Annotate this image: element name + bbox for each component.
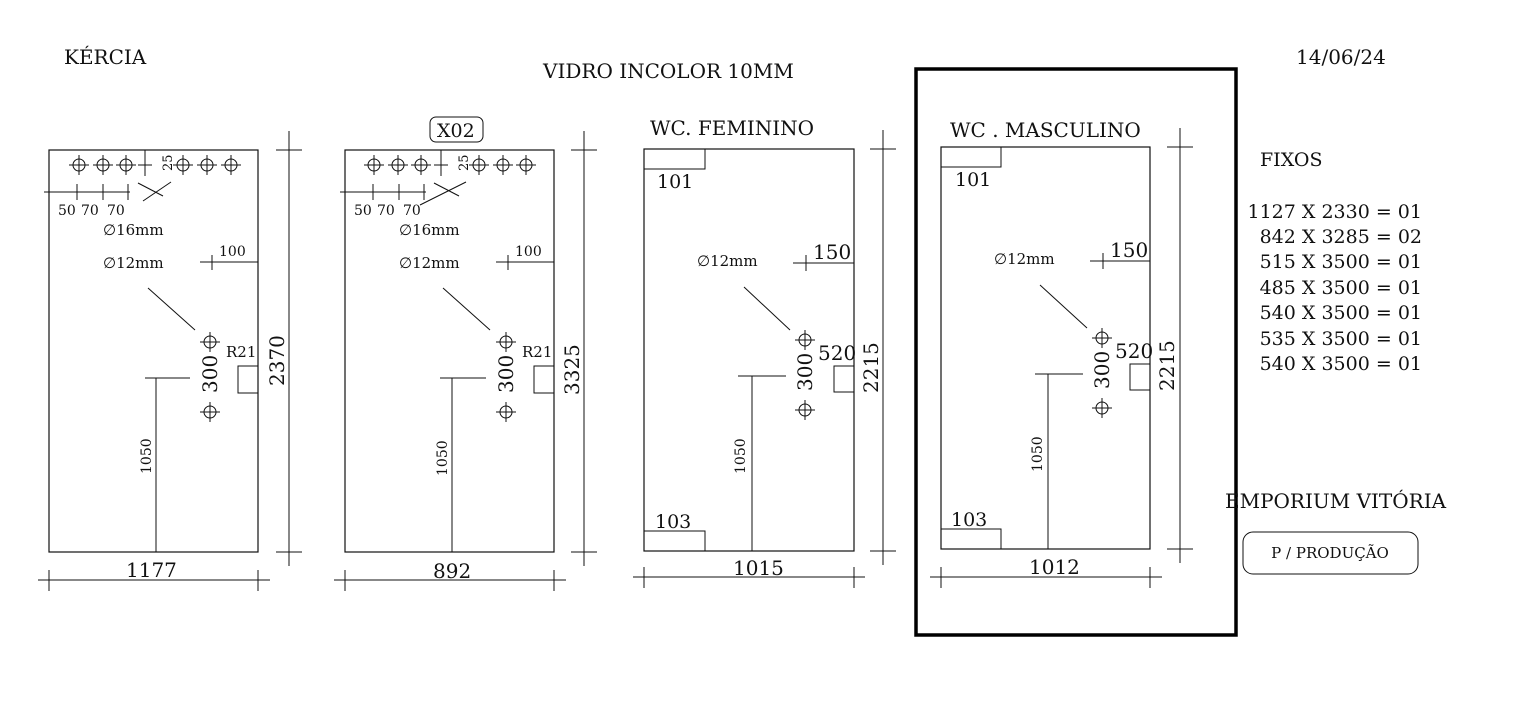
production-status-button[interactable]: P / PRODUÇÃO [1242,531,1419,575]
panel-1[interactable]: 25 50 70 70 ∅16mm ∅12mm 100 R21 300 1050… [38,131,302,591]
date-label: 14/06/24 [1296,45,1386,69]
material-label: VIDRO INCOLOR 10MM [542,59,794,83]
hole-gap-label: 300 [198,355,222,393]
handle-height-label: 1050 [733,438,749,474]
fixos-title: FIXOS [1260,149,1322,171]
hole-spacing-label: 25 [457,154,472,171]
edge-offset-label: 150 [1110,238,1148,262]
width-label: 1177 [126,558,177,582]
handle-height-label: 1050 [1030,436,1046,472]
panel-outline [940,146,1151,550]
fixos-line: 540 X 3500 = 01 [1260,353,1422,375]
corner-notch-top [643,148,706,170]
fixos-line: 842 X 3285 = 02 [1260,226,1422,248]
edge-offset-label: 100 [515,244,542,260]
fixos-line: 535 X 3500 = 01 [1260,328,1422,350]
radius-label: 520 [1115,339,1153,363]
fixos-line: 1127 X 2330 = 01 [1248,201,1423,223]
handle-cutout [1129,363,1151,391]
width-label: 892 [433,559,471,583]
offset-1: 50 [58,203,76,219]
fixos-line: 515 X 3500 = 01 [1260,251,1422,273]
diameter-large-label: ∅16mm [103,221,164,239]
panel-title: WC. FEMININO [650,116,814,140]
hole-gap-label: 300 [793,353,817,391]
edge-offset-label: 150 [813,240,851,264]
status-button-label: P / PRODUÇÃO [1271,544,1389,562]
hole-gap-label: 300 [494,355,518,393]
company-name: EMPORIUM VITÓRIA [1225,488,1447,513]
diameter-small-label: ∅12mm [399,254,460,272]
client-name: KÉRCIA [64,45,147,69]
panel-tag-box [429,116,484,143]
offset-1: 50 [354,203,372,219]
diameter-small-label: ∅12mm [103,254,164,272]
hole-row [364,150,536,176]
panel-2[interactable]: X02 25 50 70 70 ∅16mm ∅12mm 100 R21 300 … [334,116,597,591]
height-label: 2370 [265,335,289,386]
edge-offset-label: 100 [219,244,246,260]
offset-3: 70 [107,203,125,219]
hole-spacing-label: 25 [161,154,176,171]
handle-height-label: 1050 [435,440,451,476]
handle-cutout [533,365,555,394]
corner-notch-top [940,146,1002,168]
radius-label: R21 [522,343,552,361]
radius-label: R21 [226,343,256,361]
panel-title: WC . MASCULINO [950,118,1141,142]
height-label: 3325 [560,344,584,395]
corner-bottom-label: 103 [655,511,691,533]
handle-cutout [833,365,855,393]
panel-outline [344,149,555,553]
hole-row [69,150,241,176]
fixos-line: 540 X 3500 = 01 [1260,302,1422,324]
diameter-small-label: ∅12mm [994,250,1055,268]
corner-top-label: 101 [955,169,991,191]
corner-top-label: 101 [657,171,693,193]
hole-gap-label: 300 [1090,351,1114,389]
panel-4[interactable]: WC . MASCULINO 101 103 ∅12mm 150 520 300… [930,118,1193,588]
height-label: 2215 [1155,340,1179,391]
offset-2: 70 [81,203,99,219]
corner-notch-bottom [940,528,1002,550]
panel-tag: X02 [437,120,475,142]
corner-notch-bottom [643,530,706,552]
width-label: 1012 [1029,555,1080,579]
radius-label: 520 [818,341,856,365]
handle-height-label: 1050 [139,438,155,474]
panel-outline [643,148,855,552]
diameter-small-label: ∅12mm [697,252,758,270]
panel-3[interactable]: WC. FEMININO 101 103 ∅12mm 150 520 300 1… [633,116,896,588]
offset-2: 70 [377,203,395,219]
panel-outline [48,149,259,553]
selection-frame[interactable] [914,67,1238,637]
height-label: 2215 [859,342,883,393]
status-button-frame [1242,531,1419,575]
fixos-line: 485 X 3500 = 01 [1260,277,1422,299]
offset-3: 70 [403,203,421,219]
fixos-list: FIXOS 1127 X 2330 = 01 842 X 3285 = 02 5… [1248,149,1423,375]
width-label: 1015 [733,556,784,580]
diameter-large-label: ∅16mm [399,221,460,239]
handle-cutout [237,365,259,394]
corner-bottom-label: 103 [951,509,987,531]
